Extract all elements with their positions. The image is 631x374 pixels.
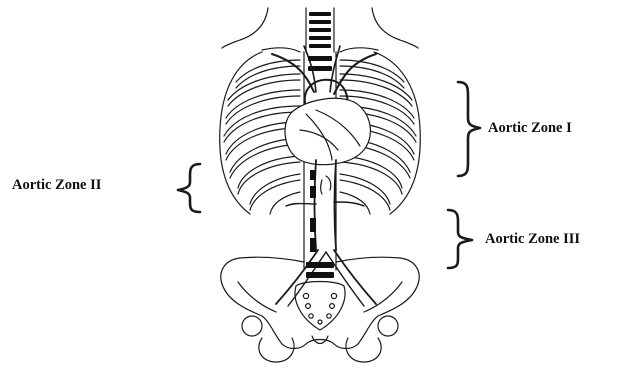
zone-label-1: Aortic Zone I <box>488 121 572 136</box>
clavicle-left <box>262 48 300 52</box>
zone-label-3: Aortic Zone III <box>485 232 580 247</box>
neck-outline-right <box>372 8 418 48</box>
heart <box>285 98 370 164</box>
neck-outline <box>222 8 268 48</box>
clavicle-right <box>340 48 378 52</box>
renal-artery-right <box>334 202 364 206</box>
renal-artery-left <box>286 204 316 207</box>
zone-label-2: Aortic Zone II <box>12 178 101 193</box>
bracket-zone-1 <box>458 82 480 176</box>
bracket-zone-2 <box>178 164 200 212</box>
bracket-zone-3 <box>448 210 472 268</box>
